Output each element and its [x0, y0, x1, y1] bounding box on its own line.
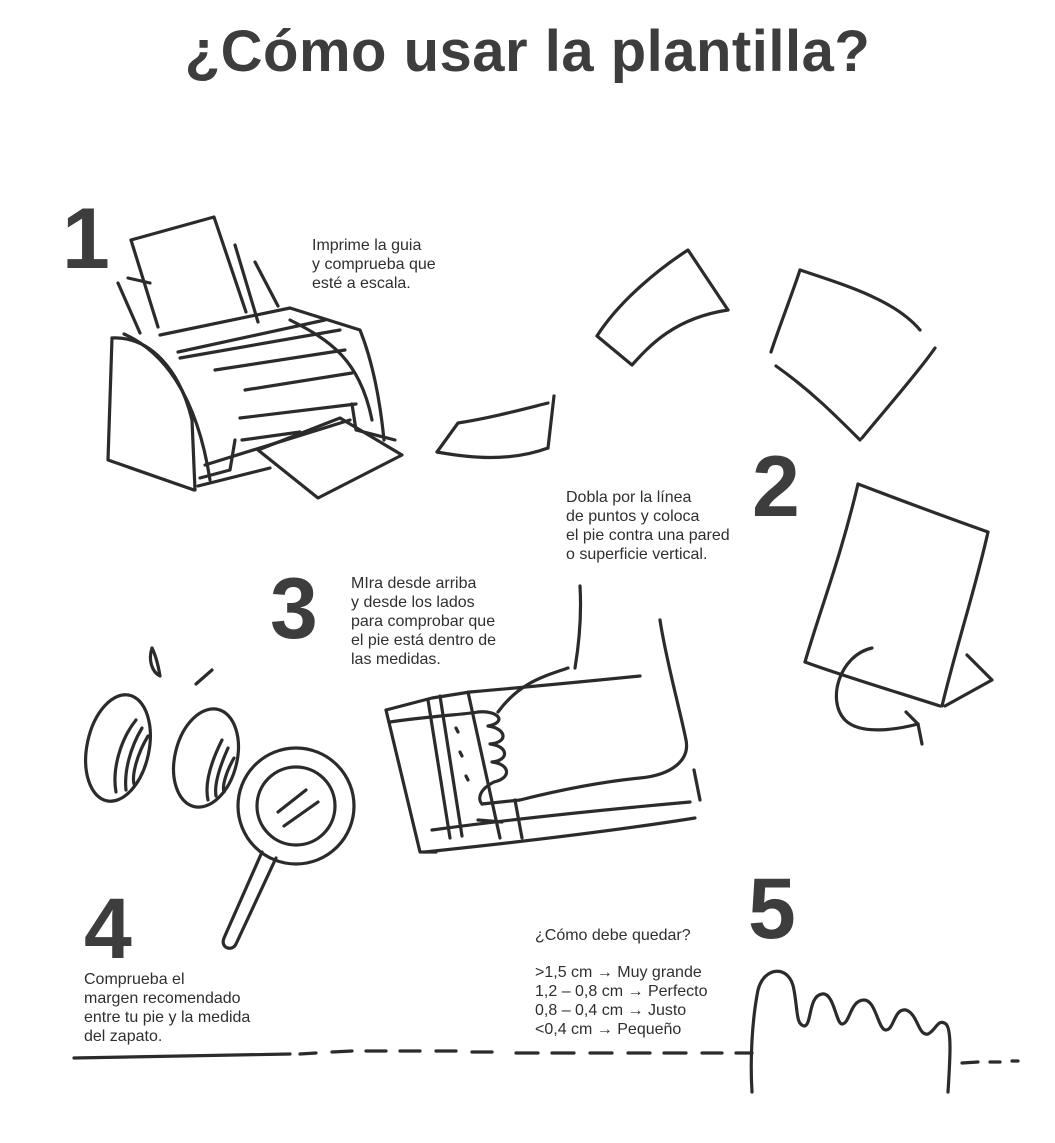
step-1-line: Imprime la guia [312, 237, 422, 254]
step-4-number: 4 [84, 881, 132, 977]
step-3-line: las medidas. [351, 651, 441, 668]
step-3-line: el pie está dentro de [351, 632, 496, 649]
page-title: ¿Cómo usar la plantilla? [184, 19, 871, 84]
step-1-line: y comprueba que [312, 256, 436, 273]
step-4-line: del zapato. [84, 1028, 163, 1045]
step-2-line: o superficie vertical. [566, 546, 708, 563]
step-5-line: 1,2 – 0,8 cm → Perfecto [535, 983, 708, 1000]
dashed-baseline [72, 1049, 1020, 1065]
step-2-number: 2 [752, 439, 800, 535]
step-3-number: 3 [270, 561, 318, 657]
step-3-line: y desde los lados [351, 594, 475, 611]
toes-icon [749, 969, 952, 1094]
step-2-line: de puntos y coloca [566, 508, 700, 525]
magnifying-glass-icon [221, 746, 356, 950]
step-5-text: >1,5 cm → Muy grande 1,2 – 0,8 cm → Perf… [535, 963, 708, 1039]
step-2-line: Dobla por la línea [566, 489, 692, 506]
step-5-question: ¿Cómo debe quedar? [535, 927, 691, 944]
printer-icon [106, 215, 404, 500]
fold-arrow-icon [803, 482, 994, 746]
step-4-line: margen recomendado [84, 990, 241, 1007]
step-5-line: >1,5 cm → Muy grande [535, 964, 702, 981]
step-2-line: el pie contra una pared [566, 527, 730, 544]
step-1-number: 1 [62, 191, 110, 287]
step-5-number: 5 [748, 861, 796, 957]
step-3-text: MIra desde arriba y desde los lados para… [351, 574, 496, 669]
step-4-line: entre tu pie y la medida [84, 1009, 251, 1026]
step-1-line: esté a escala. [312, 275, 411, 292]
foot-on-template-icon [384, 584, 702, 854]
step-4-line: Comprueba el [84, 971, 185, 988]
step-5-line: <0,4 cm → Pequeño [535, 1021, 682, 1038]
paper-sheet-icon [435, 248, 937, 460]
step-1-text: Imprime la guia y comprueba que esté a e… [312, 236, 436, 293]
step-3-line: para comprobar que [351, 613, 496, 630]
step-5-line: 0,8 – 0,4 cm → Justo [535, 1002, 687, 1019]
step-4-text: Comprueba el margen recomendado entre tu… [84, 970, 250, 1046]
step-2-text: Dobla por la línea de puntos y coloca el… [566, 488, 730, 564]
step-3-line: MIra desde arriba [351, 575, 477, 592]
eyes-icon [84, 646, 241, 809]
